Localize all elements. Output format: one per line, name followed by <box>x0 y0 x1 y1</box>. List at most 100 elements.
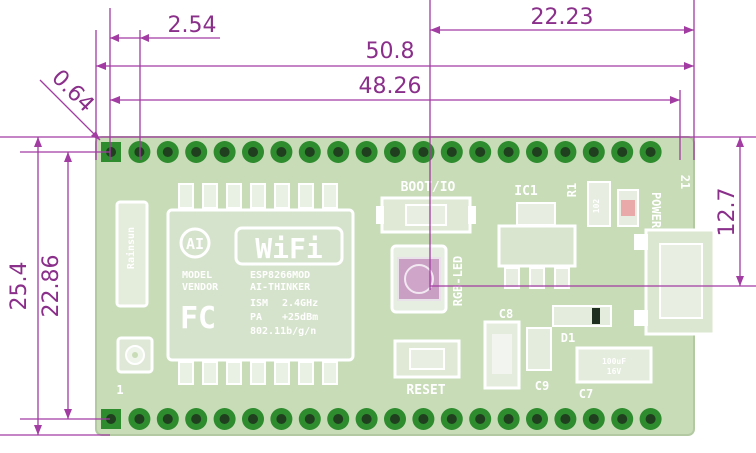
module-pins-bottom-2 <box>202 361 218 385</box>
top-pin-6 <box>242 141 264 163</box>
dim-row-span-text: 22.86 <box>39 255 64 318</box>
bottom-pin-row <box>101 408 662 430</box>
esp8266-module: AI WiFi MODEL ESP8266MOD VENDOR AI-THINK… <box>166 208 355 362</box>
dimension-annotations <box>0 0 756 436</box>
standard-label: 802.11b/g/n <box>250 326 316 337</box>
boot-label: BOOT/IO <box>401 180 456 195</box>
module-pins-top-4 <box>250 183 266 209</box>
bottom-pin-8 <box>298 408 321 430</box>
top-pin-3 <box>156 141 179 163</box>
top-pin-row <box>101 141 662 163</box>
bottom-pin-9 <box>327 408 350 430</box>
reset-button: RESET <box>393 339 461 398</box>
module-pins-bottom-6 <box>298 361 314 385</box>
ufl-connector <box>116 336 154 374</box>
dim-edge-offset: 0.64 <box>39 65 101 141</box>
d1-diode: D1 <box>552 305 612 345</box>
pin-1-label: 1 <box>116 383 123 397</box>
module-pins-top-5 <box>274 183 290 209</box>
boot-button: BOOT/IO <box>376 180 476 234</box>
bottom-pin-19 <box>611 408 634 430</box>
top-pin-17 <box>554 141 577 163</box>
dim-board-width-text: 25.4 <box>7 262 32 311</box>
c9-capacitor: C9 <box>526 327 552 393</box>
bottom-pin-10 <box>355 408 378 430</box>
vendor-row-label: VENDOR <box>182 282 219 293</box>
r1-label: R1 <box>565 183 579 197</box>
bottom-pin-13 <box>440 408 463 430</box>
reset-label: RESET <box>406 383 445 398</box>
power-label: POWER <box>649 192 663 229</box>
module-pins-top-6 <box>298 183 314 209</box>
dim-offset-right-text: 22.23 <box>531 5 594 30</box>
module-pins-top-2 <box>202 183 218 209</box>
chip-antenna: Rainsun <box>115 200 149 308</box>
module-pins-bottom-5 <box>274 361 290 385</box>
top-pin-7 <box>270 141 293 163</box>
top-pin-10 <box>355 141 378 163</box>
bottom-pin-15 <box>497 408 520 430</box>
top-pin-11 <box>384 141 406 163</box>
dim-pitch-text: 2.54 <box>168 13 217 38</box>
module-pins-bottom-4 <box>250 361 266 385</box>
dim-pin-span-text: 48.26 <box>359 74 422 99</box>
bottom-pin-11 <box>384 408 406 430</box>
cap-code-label: 100uF <box>602 357 626 366</box>
top-pin-14 <box>469 141 492 163</box>
top-pin-9 <box>327 141 350 163</box>
dim-row-span: 22.86 <box>39 152 72 419</box>
bottom-pin-2 <box>128 408 151 430</box>
bottom-pin-7 <box>270 408 293 430</box>
c9-label: C9 <box>535 379 549 393</box>
top-pin-4 <box>185 141 208 163</box>
top-pin-5 <box>213 141 236 163</box>
bottom-pin-18 <box>582 408 605 430</box>
d1-label: D1 <box>561 331 575 345</box>
bottom-pin-14 <box>469 408 492 430</box>
model-row-label: MODEL <box>182 270 212 281</box>
dim-pin-span: 48.26 <box>110 74 680 104</box>
c7-label: C7 <box>579 387 593 401</box>
module-pads-bottom <box>178 361 338 385</box>
bottom-pin-12 <box>412 408 435 430</box>
rgb-led: RGB-LED <box>390 244 465 314</box>
c7-capacitor: 100uF 16V C7 <box>575 346 653 401</box>
bottom-pin-5 <box>213 408 236 430</box>
c8-label: C8 <box>499 307 513 321</box>
top-pin-1 <box>101 142 121 162</box>
bottom-pin-16 <box>526 408 548 430</box>
module-pads-top <box>178 183 338 209</box>
module-pins-bottom-7 <box>322 361 338 385</box>
module-pins-top-1 <box>178 183 194 209</box>
bottom-pin-1 <box>101 409 121 429</box>
cap-voltage-label: 16V <box>607 367 622 376</box>
dim-center-height: 12.7 <box>715 137 744 286</box>
top-pin-19 <box>611 141 634 163</box>
ai-logo: AI <box>186 235 204 253</box>
dim-total-length-text: 50.8 <box>366 39 415 64</box>
power-led: POWER 21 <box>617 175 692 229</box>
ism-row-label: ISM <box>250 298 268 309</box>
module-pins-top-7 <box>322 183 338 209</box>
dim-pitch: 2.54 <box>110 13 220 42</box>
top-pin-13 <box>440 141 463 163</box>
pin-21-label: 21 <box>678 175 692 189</box>
bottom-pin-3 <box>156 408 179 430</box>
vendor-row-value: AI-THINKER <box>250 282 311 293</box>
bottom-pin-20 <box>639 408 662 430</box>
rgb-led-label: RGB-LED <box>451 256 465 307</box>
ism-row-value: 2.4GHz <box>282 298 318 309</box>
fcc-logo: FC <box>180 301 216 336</box>
dim-board-width: 25.4 <box>7 137 42 435</box>
top-pin-8 <box>298 141 321 163</box>
bottom-pin-6 <box>242 408 264 430</box>
model-row-value: ESP8266MOD <box>250 270 310 281</box>
dim-edge-offset-text: 0.64 <box>46 65 98 117</box>
module-pins-bottom-3 <box>226 361 242 385</box>
micro-usb-connector <box>634 228 716 336</box>
ic1-regulator: IC1 <box>497 184 577 289</box>
dim-offset-right: 22.23 <box>430 5 694 34</box>
ic1-label: IC1 <box>514 184 538 199</box>
c8-capacitor: C8 <box>483 307 521 390</box>
module-pins-top-3 <box>226 183 242 209</box>
